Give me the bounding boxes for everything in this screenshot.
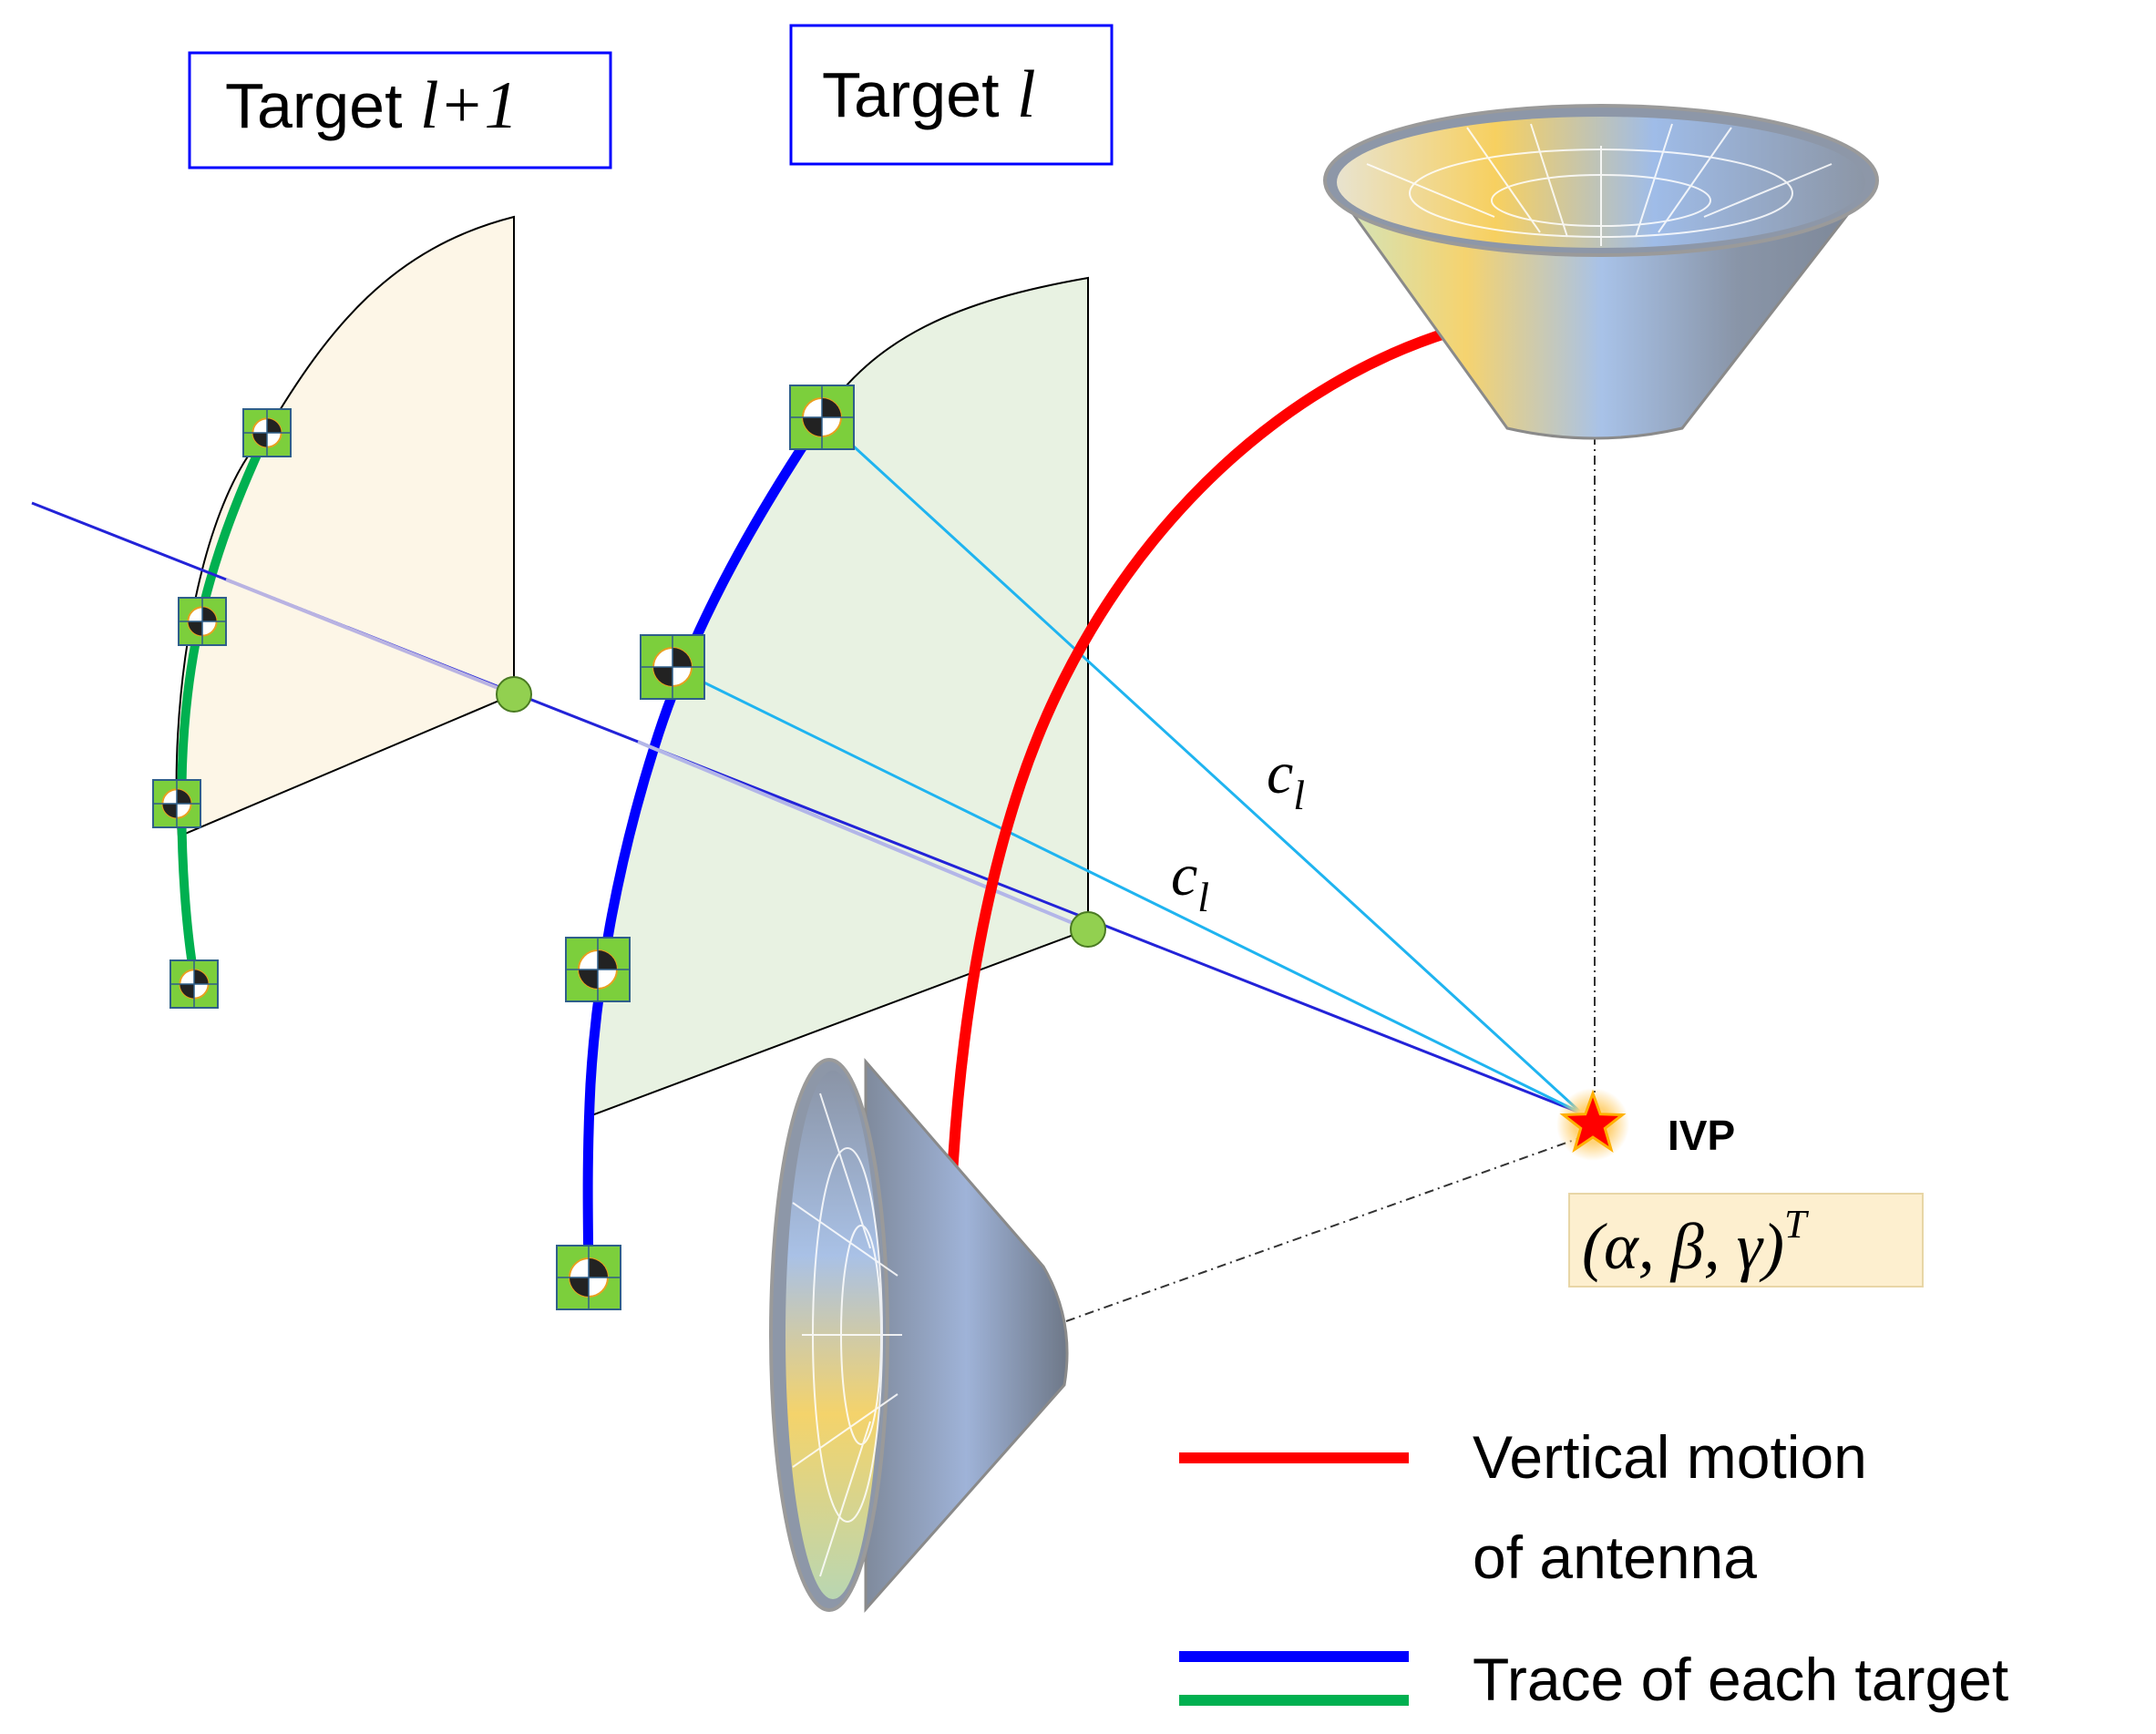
horn-bottom-body: [864, 1057, 1069, 1613]
apex-point-near: [1070, 911, 1106, 948]
horn-bottom-grid: [792, 1093, 902, 1577]
target-far-label-box: [188, 51, 612, 169]
baseline-in-fan-near: [637, 740, 1089, 931]
target-marker-icon: [789, 385, 855, 450]
target-far-trace: [177, 430, 272, 987]
target-marker-icon: [556, 1245, 621, 1310]
baseline-in-fan-far: [225, 578, 515, 696]
target-near-label-box: [789, 24, 1114, 166]
legend-label-trace: Trace of each target: [1473, 1646, 2008, 1713]
horn-top-grid: [1366, 123, 1833, 246]
sight-line-lower: [672, 665, 1583, 1115]
horn-antenna-top: [1323, 104, 1879, 440]
ivp-star-icon: [1556, 1088, 1629, 1161]
ivp-coords-box: [1568, 1193, 1924, 1288]
sight-line-upper: [820, 416, 1584, 1115]
projection-line-horizontal: [1065, 1136, 1583, 1322]
legend: Vertical motion of antenna Trace of each…: [1179, 1423, 2008, 1713]
target-markers: [152, 385, 855, 1310]
target-near-label-text: Target l: [822, 57, 1036, 132]
ivp-coords: (α, β, γ)T: [1582, 1202, 1810, 1283]
target-far-label-text: Target l+1: [225, 68, 518, 143]
target-marker-icon: [565, 937, 631, 1002]
target-near-trace: [582, 414, 826, 1278]
target-marker-icon: [242, 408, 292, 457]
target-near-label: Target l: [789, 24, 1114, 166]
range-label-lower: cl: [1171, 842, 1209, 920]
target-marker-icon: [178, 597, 227, 646]
legend-label-antenna-line1: Vertical motion: [1473, 1423, 1867, 1491]
target-marker-icon: [169, 959, 219, 1009]
antenna-motion-arc: [947, 326, 1453, 1176]
legend-label-antenna-line2: of antenna: [1473, 1524, 1757, 1591]
range-label-upper: cl: [1267, 740, 1305, 818]
horn-antenna-bottom: [769, 1057, 1069, 1613]
apex-point-far: [496, 676, 532, 713]
target-marker-icon: [640, 634, 705, 700]
target-far-label: Target l+1: [188, 51, 612, 169]
target-marker-icon: [152, 779, 201, 828]
ivp-label: IVP: [1668, 1112, 1735, 1159]
